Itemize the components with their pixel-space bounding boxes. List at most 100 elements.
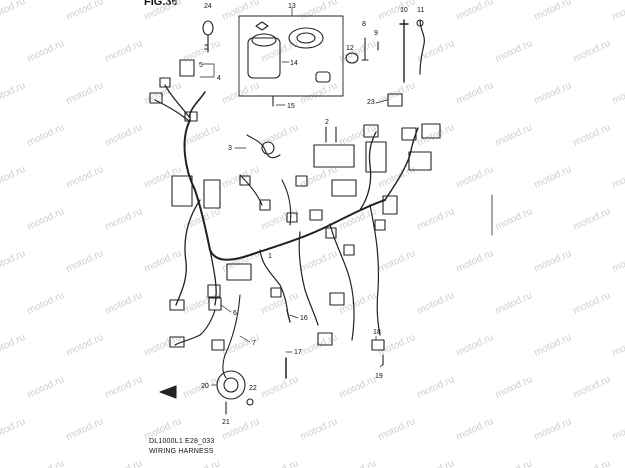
watermark-text: motod.ru xyxy=(611,248,625,275)
watermark-text: motod.ru xyxy=(0,80,27,107)
watermark-text: motod.ru xyxy=(260,290,300,317)
harness-branch-7 xyxy=(222,294,241,379)
leader-19 xyxy=(379,363,384,368)
watermark-text: motod.ru xyxy=(611,416,625,443)
lock-piece xyxy=(315,71,331,83)
connector-l xyxy=(382,195,398,215)
connector-b xyxy=(159,77,171,88)
harness-branch-lower xyxy=(298,231,319,326)
watermark-text: motod.ru xyxy=(65,164,105,191)
watermark-text: motod.ru xyxy=(182,38,222,65)
watermark-text: motod.ru xyxy=(182,458,222,468)
watermark-text: motod.ru xyxy=(533,416,573,443)
watermark-text: motod.ru xyxy=(0,416,27,443)
connector-z xyxy=(343,244,355,256)
watermark-text: motod.ru xyxy=(104,374,144,401)
callout-15: 15 xyxy=(287,103,295,110)
tie-band-11-head xyxy=(416,19,424,27)
fuel-cap-inner xyxy=(296,32,316,44)
watermark-text: motod.ru xyxy=(533,332,573,359)
callout-7: 7 xyxy=(252,340,256,347)
key-blade xyxy=(204,34,209,53)
bolt-15 xyxy=(269,95,277,107)
watermark-text: motod.ru xyxy=(26,374,66,401)
watermark-text: motod.ru xyxy=(533,80,573,107)
leader-23 xyxy=(375,99,388,104)
harness-branch-right xyxy=(329,223,355,341)
watermark-text: motod.ru xyxy=(533,0,573,23)
leader-4-5 xyxy=(199,63,215,78)
callout-14: 14 xyxy=(290,60,298,67)
watermark-text: motod.ru xyxy=(455,332,495,359)
horn-20 xyxy=(216,370,246,400)
watermark-text: motod.ru xyxy=(65,0,105,23)
watermark-text: motod.ru xyxy=(221,164,261,191)
harness-upper-mid xyxy=(359,131,377,211)
callout-10: 10 xyxy=(400,7,408,14)
watermark-text: motod.ru xyxy=(338,458,378,468)
watermark-text: motod.ru xyxy=(533,248,573,275)
watermark-text: motod.ru xyxy=(26,206,66,233)
callout-6: 6 xyxy=(233,310,237,317)
watermark-text: motod.ru xyxy=(104,206,144,233)
connector-q xyxy=(207,284,221,298)
connector-t xyxy=(169,336,185,348)
connector-x xyxy=(317,332,333,346)
connector-23 xyxy=(387,93,403,107)
watermark-text: motod.ru xyxy=(0,248,27,275)
callout-9: 9 xyxy=(374,30,378,37)
connector-block-left xyxy=(171,175,193,207)
connector-w xyxy=(329,292,345,306)
watermark-text: motod.ru xyxy=(221,80,261,107)
callout-17: 17 xyxy=(294,349,302,356)
callout-18: 18 xyxy=(373,329,381,336)
connector-g xyxy=(286,212,298,223)
connector-f xyxy=(295,175,308,187)
watermark-text: motod.ru xyxy=(455,248,495,275)
watermark-text: motod.ru xyxy=(26,290,66,317)
watermark-text: motod.ru xyxy=(104,458,144,468)
harness-short-branch-2 xyxy=(281,179,292,226)
connector-r xyxy=(208,297,222,311)
horn-20-center xyxy=(223,377,239,393)
harness-center-branch xyxy=(209,249,217,306)
ignition-inset-box xyxy=(238,15,344,97)
watermark-text: motod.ru xyxy=(299,164,339,191)
watermark-text: motod.ru xyxy=(65,332,105,359)
watermark-text: motod.ru xyxy=(455,164,495,191)
watermark-text: motod.ru xyxy=(260,122,300,149)
watermark-text: motod.ru xyxy=(338,374,378,401)
callout-2: 2 xyxy=(325,119,329,126)
watermark-text: motod.ru xyxy=(26,122,66,149)
watermark-text: motod.ru xyxy=(65,416,105,443)
watermark-text: motod.ru xyxy=(104,290,144,317)
key-head xyxy=(202,20,214,36)
bracket-3-ring xyxy=(261,141,275,155)
diagram-title: WIRING HARNESS xyxy=(149,448,214,455)
watermark-text: motod.ru xyxy=(338,206,378,233)
watermark-text: motod.ru xyxy=(299,416,339,443)
callout-4: 4 xyxy=(217,75,221,82)
watermark-text: motod.ru xyxy=(416,458,456,468)
watermark-text: motod.ru xyxy=(494,290,534,317)
harness-branch-6 xyxy=(174,309,216,346)
watermark-text: motod.ru xyxy=(611,332,625,359)
watermark-text: motod.ru xyxy=(0,0,27,23)
watermark-text: motod.ru xyxy=(572,290,612,317)
callout-20: 20 xyxy=(201,383,209,390)
fuel-cap-lock xyxy=(288,27,324,49)
connector-4 xyxy=(179,59,195,77)
watermark-text: motod.ru xyxy=(143,332,183,359)
watermark-text: motod.ru xyxy=(494,122,534,149)
watermark-text: motod.ru xyxy=(338,38,378,65)
relay-box xyxy=(313,144,355,168)
watermark-text: motod.ru xyxy=(416,206,456,233)
watermark-text: motod.ru xyxy=(104,122,144,149)
connector-y xyxy=(325,227,337,239)
connector-o xyxy=(421,123,441,139)
clips-2 xyxy=(325,126,337,143)
callout-13: 13 xyxy=(288,3,296,10)
watermark-text: motod.ru xyxy=(494,206,534,233)
watermark-text: motod.ru xyxy=(572,122,612,149)
